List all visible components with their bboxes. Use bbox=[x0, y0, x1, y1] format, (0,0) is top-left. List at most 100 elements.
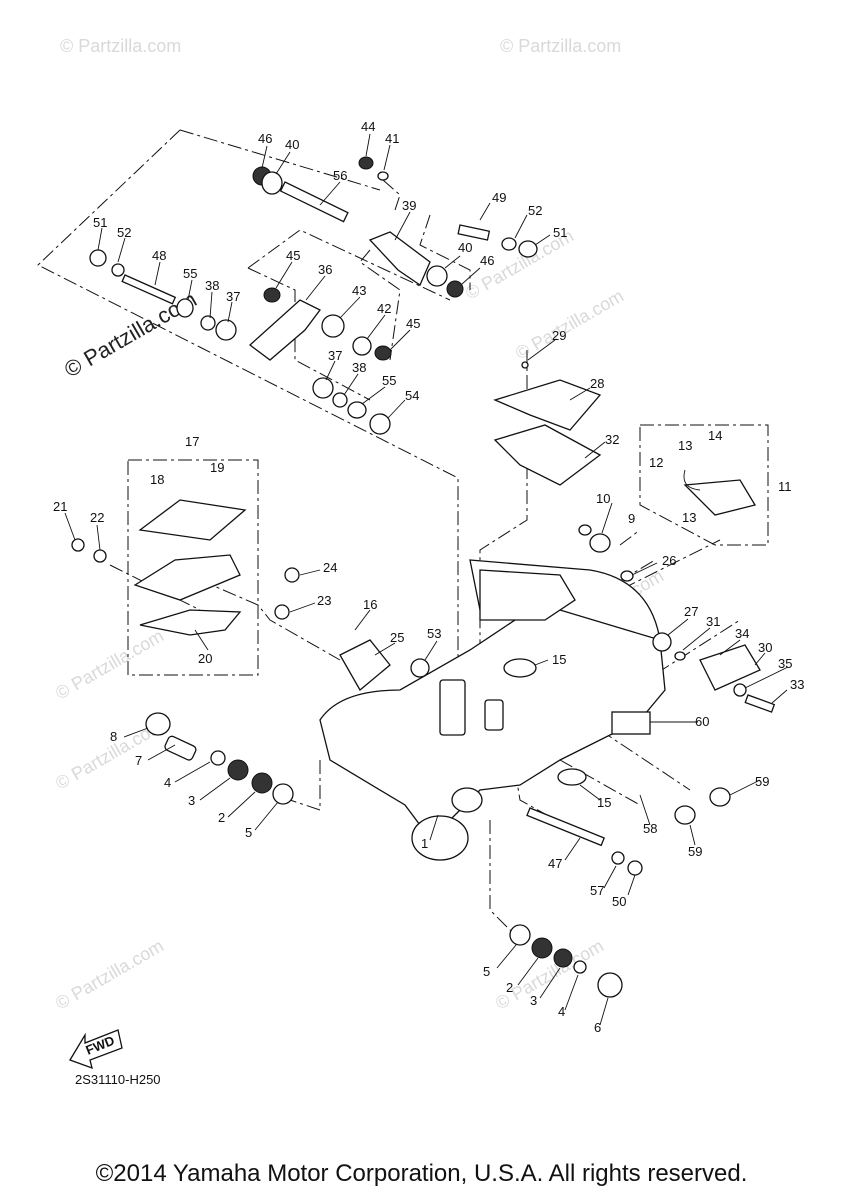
callout-44: 44 bbox=[361, 119, 375, 134]
callout-37: 37 bbox=[328, 348, 342, 363]
callout-46: 46 bbox=[480, 253, 494, 268]
callout-45: 45 bbox=[286, 248, 300, 263]
plug-15-upper bbox=[503, 658, 537, 678]
callout-40: 40 bbox=[458, 240, 472, 255]
callout-55: 55 bbox=[183, 266, 197, 281]
callout-22: 22 bbox=[90, 510, 104, 525]
callout-9: 9 bbox=[628, 511, 635, 526]
callout-32: 32 bbox=[605, 432, 619, 447]
callout-43: 43 bbox=[352, 283, 366, 298]
bolt-56 bbox=[279, 181, 349, 223]
arm-39 bbox=[368, 231, 431, 286]
swingarm-bracket bbox=[439, 679, 466, 736]
callout-10: 10 bbox=[596, 491, 610, 506]
callout-42: 42 bbox=[377, 301, 391, 316]
callout-38: 38 bbox=[205, 278, 219, 293]
callout-59: 59 bbox=[755, 774, 769, 789]
plate-30 bbox=[699, 644, 761, 691]
cover-part bbox=[133, 554, 241, 601]
callout-54: 54 bbox=[405, 388, 419, 403]
callout-60: 60 bbox=[695, 714, 709, 729]
callout-57: 57 bbox=[590, 883, 604, 898]
callout-4: 4 bbox=[558, 1004, 565, 1019]
callout-2: 2 bbox=[218, 810, 225, 825]
callout-7: 7 bbox=[135, 753, 142, 768]
callout-26: 26 bbox=[662, 553, 676, 568]
callout-5: 5 bbox=[483, 964, 490, 979]
callout-11: 11 bbox=[778, 479, 792, 494]
callout-50: 50 bbox=[612, 894, 626, 909]
callout-19: 19 bbox=[210, 460, 224, 475]
callout-2: 2 bbox=[506, 980, 513, 995]
callout-45: 45 bbox=[406, 316, 420, 331]
callout-36: 36 bbox=[318, 262, 332, 277]
callout-56: 56 bbox=[333, 168, 347, 183]
callout-numbers: 46 40 44 41 56 39 49 52 51 40 46 51 52 4… bbox=[53, 119, 804, 1035]
callout-21: 21 bbox=[53, 499, 67, 514]
bolt-48 bbox=[121, 274, 177, 305]
plate-32 bbox=[493, 424, 602, 486]
callout-51: 51 bbox=[553, 225, 567, 240]
link-parts bbox=[89, 156, 538, 435]
label-60 bbox=[611, 711, 651, 735]
callout-48: 48 bbox=[152, 248, 166, 263]
callout-53: 53 bbox=[427, 626, 441, 641]
callout-27: 27 bbox=[684, 604, 698, 619]
callout-59: 59 bbox=[688, 844, 702, 859]
callout-15: 15 bbox=[597, 795, 611, 810]
callout-35: 35 bbox=[778, 656, 792, 671]
callout-28: 28 bbox=[590, 376, 604, 391]
covers bbox=[133, 379, 761, 691]
pivot-hardware bbox=[71, 361, 776, 998]
callout-20: 20 bbox=[198, 651, 212, 666]
callout-13: 13 bbox=[682, 510, 696, 525]
callout-46: 46 bbox=[258, 131, 272, 146]
watermark: © Partzilla.com bbox=[512, 285, 627, 363]
callout-24: 24 bbox=[323, 560, 337, 575]
plate-28 bbox=[493, 379, 602, 431]
callout-23: 23 bbox=[317, 593, 331, 608]
callout-3: 3 bbox=[188, 793, 195, 808]
swingarm bbox=[319, 559, 666, 861]
callout-6: 6 bbox=[594, 1020, 601, 1035]
callout-14: 14 bbox=[708, 428, 722, 443]
callout-51: 51 bbox=[93, 215, 107, 230]
watermark: © Partzilla.com bbox=[52, 625, 167, 703]
arm-36 bbox=[248, 299, 321, 361]
callout-4: 4 bbox=[164, 775, 171, 790]
pivot-boss bbox=[411, 815, 469, 861]
callout-12: 12 bbox=[649, 455, 663, 470]
callout-13: 13 bbox=[678, 438, 692, 453]
leader-lines bbox=[64, 133, 789, 1026]
callout-39: 39 bbox=[402, 198, 416, 213]
callout-33: 33 bbox=[790, 677, 804, 692]
fwd-arrow: FWD bbox=[69, 1029, 123, 1070]
callout-5: 5 bbox=[245, 825, 252, 840]
watermark: © Partzilla.com bbox=[500, 36, 621, 56]
callout-37: 37 bbox=[226, 289, 240, 304]
callout-34: 34 bbox=[735, 626, 749, 641]
callout-49: 49 bbox=[492, 190, 506, 205]
callout-30: 30 bbox=[758, 640, 772, 655]
bolt-47 bbox=[526, 807, 606, 847]
callout-18: 18 bbox=[150, 472, 164, 487]
block-25 bbox=[339, 639, 391, 691]
plug-15-lower bbox=[557, 768, 587, 786]
callout-58: 58 bbox=[643, 821, 657, 836]
diagram-code: 2S31110-H250 bbox=[75, 1072, 161, 1087]
callout-31: 31 bbox=[706, 614, 720, 629]
callout-52: 52 bbox=[528, 203, 542, 218]
watermark: © Partzilla.com bbox=[60, 36, 181, 56]
callout-47: 47 bbox=[548, 856, 562, 871]
watermark: © Partzilla.com bbox=[52, 935, 167, 1013]
callout-55: 55 bbox=[382, 373, 396, 388]
callout-15: 15 bbox=[552, 652, 566, 667]
callout-3: 3 bbox=[530, 993, 537, 1008]
callout-41: 41 bbox=[385, 131, 399, 146]
callout-17: 17 bbox=[185, 434, 199, 449]
callout-8: 8 bbox=[110, 729, 117, 744]
copyright-text: ©2014 Yamaha Motor Corporation, U.S.A. A… bbox=[95, 1160, 748, 1187]
callout-52: 52 bbox=[117, 225, 131, 240]
cover-18 bbox=[138, 499, 247, 541]
